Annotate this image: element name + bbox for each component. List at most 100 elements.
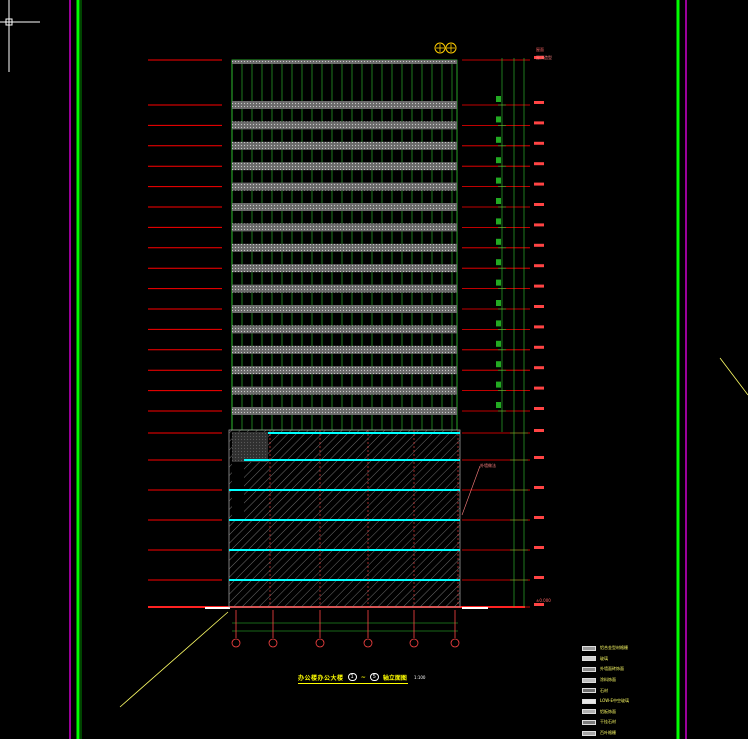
sheet-border-left (69, 0, 82, 739)
podium-facade (228, 429, 481, 608)
level-tag (534, 516, 544, 519)
dimension-text-mark (496, 136, 501, 143)
material-legend: 铝合金型材格栅玻璃外墙面砖饰面涂料饰面石材 LOW-E中空玻璃铝板饰面干挂石材百叶… (582, 643, 652, 738)
drawing-title-name: 办公楼办公大楼 (298, 674, 344, 682)
legend-swatch (582, 698, 596, 704)
dimension-text-mark (496, 259, 501, 266)
spandrel-band (232, 284, 457, 293)
legend-swatch (582, 656, 596, 662)
dimension-text-mark (496, 279, 501, 286)
legend-swatch (582, 645, 596, 651)
legend-item: 铝板饰面 (582, 707, 652, 718)
diagonal-guide-left (119, 611, 229, 708)
dimension-text-mark (496, 198, 501, 204)
dimension-text-mark (496, 320, 501, 327)
spandrel-band (232, 182, 457, 191)
axis-ref-end: 5 (369, 673, 379, 681)
spandrel-band (232, 162, 457, 171)
spandrel-band (232, 203, 457, 211)
spandrel-band (232, 407, 457, 415)
level-tag (534, 429, 544, 432)
axis-bubble (363, 638, 373, 648)
legend-swatch (582, 677, 596, 683)
spandrel-band (232, 325, 457, 334)
axis-bubble (231, 638, 241, 648)
legend-swatch (582, 709, 596, 715)
legend-label: 外墙面砖饰面 (600, 666, 624, 672)
facade-callout-label: 外墙做法 (480, 463, 496, 468)
dimension-text-mark (496, 238, 501, 245)
legend-label: 铝板饰面 (600, 708, 616, 714)
level-tag (534, 345, 544, 349)
legend-item: LOW-E中空玻璃 (582, 696, 652, 707)
level-tag (534, 182, 544, 186)
level-tag (534, 576, 544, 579)
level-tag (534, 223, 544, 227)
level-tag (534, 203, 544, 206)
drawing-title: 办公楼办公大楼 1 ~ 5 轴立面图 1:100 (298, 673, 426, 682)
level-tag (534, 486, 544, 489)
legend-label: 铝合金型材格栅 (600, 645, 628, 651)
axis-bubble (315, 638, 325, 648)
legend-item: 百叶格栅 (582, 728, 652, 739)
drawing-scale: 1:100 (413, 674, 426, 680)
legend-item: 石材 (582, 685, 652, 696)
dimension-text-mark (496, 381, 501, 388)
axis-ref-start: 1 (347, 673, 357, 681)
roof-note: 屋顶造型 (536, 55, 552, 60)
spandrel-band (232, 366, 457, 375)
diagonal-guide-right (719, 357, 748, 396)
level-tag (534, 456, 544, 459)
level-tag (534, 407, 544, 410)
legend-swatch (582, 719, 596, 725)
dimension-text-mark (496, 361, 501, 368)
dimension-text-mark (496, 340, 501, 347)
axis-bubble (268, 638, 278, 648)
legend-swatch (582, 730, 596, 736)
level-tag (534, 162, 544, 166)
level-tag (534, 366, 544, 370)
podium-recess-texture (232, 432, 268, 462)
dimension-text-mark (496, 300, 501, 306)
dimension-text-mark (496, 96, 501, 102)
level-tag (534, 121, 544, 125)
level-tag (534, 101, 544, 104)
legend-label: 玻璃 (600, 655, 608, 661)
dimension-text-mark (496, 218, 501, 225)
legend-item: 外墙面砖饰面 (582, 664, 652, 675)
dimension-text-mark (496, 177, 501, 184)
dimension-text-mark (496, 116, 501, 123)
spandrel-band (232, 223, 457, 232)
legend-item: 铝合金型材格栅 (582, 643, 652, 654)
legend-label: 百叶格栅 (600, 730, 616, 736)
level-tag (534, 141, 544, 145)
axis-grid-bottom (231, 610, 460, 648)
level-tag (534, 386, 544, 390)
axis-bubble (409, 638, 419, 648)
legend-label: 涂料饰面 (600, 677, 616, 683)
spandrel-band (232, 305, 457, 313)
sheet-border-right (676, 0, 687, 739)
legend-item: 干挂石材 (582, 717, 652, 728)
legend-label: LOW-E中空玻璃 (600, 698, 629, 704)
level-tag (534, 603, 544, 606)
roof-level-label: 屋面 (536, 47, 544, 52)
dimension-text-mark (496, 402, 501, 408)
spandrel-band (232, 141, 457, 150)
legend-label: 干挂石材 (600, 719, 616, 725)
title-underline (298, 683, 408, 684)
ground-level-label: ±0.000 (536, 598, 551, 603)
level-tag (534, 305, 544, 308)
spandrel-band (232, 345, 457, 354)
spandrel-band (232, 264, 457, 273)
level-tag (534, 546, 544, 549)
callout-leader (461, 465, 481, 516)
tower-facade (231, 59, 458, 431)
crosshair-cursor (0, 0, 40, 72)
axis-bubble (450, 638, 460, 648)
level-tag (534, 284, 544, 288)
spandrel-band (232, 243, 457, 252)
level-tag (534, 56, 544, 59)
spandrel-band (232, 386, 457, 395)
